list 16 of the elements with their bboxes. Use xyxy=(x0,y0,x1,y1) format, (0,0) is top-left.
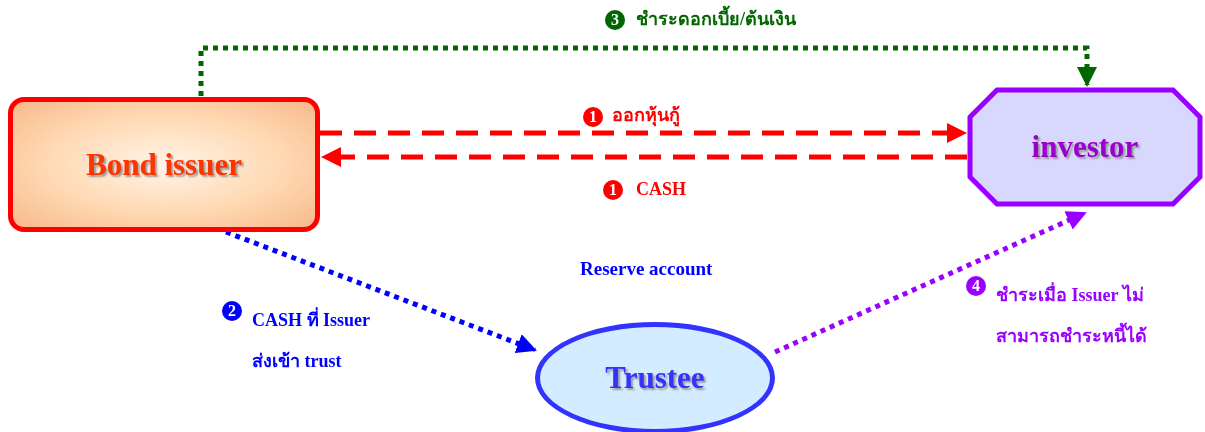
node-label: Reserve account xyxy=(580,258,713,280)
process-box xyxy=(8,97,320,232)
callout-number: 4 xyxy=(966,276,986,296)
arrow xyxy=(198,45,1097,96)
arrow xyxy=(773,210,1087,355)
callout-number: 1 xyxy=(583,107,603,127)
arrow xyxy=(320,123,967,143)
callout-number: 1 xyxy=(603,180,623,200)
callout-number: 3 xyxy=(605,10,625,30)
arrow xyxy=(321,147,967,167)
callout-number: 2 xyxy=(222,301,242,321)
node-label: Trustee xyxy=(605,360,705,396)
node-label: investor xyxy=(1031,129,1139,165)
octagon-node xyxy=(967,87,1203,207)
node-label: Bond issuer xyxy=(86,146,242,183)
edge-label: ออกหุ้นกู้ xyxy=(612,104,680,127)
